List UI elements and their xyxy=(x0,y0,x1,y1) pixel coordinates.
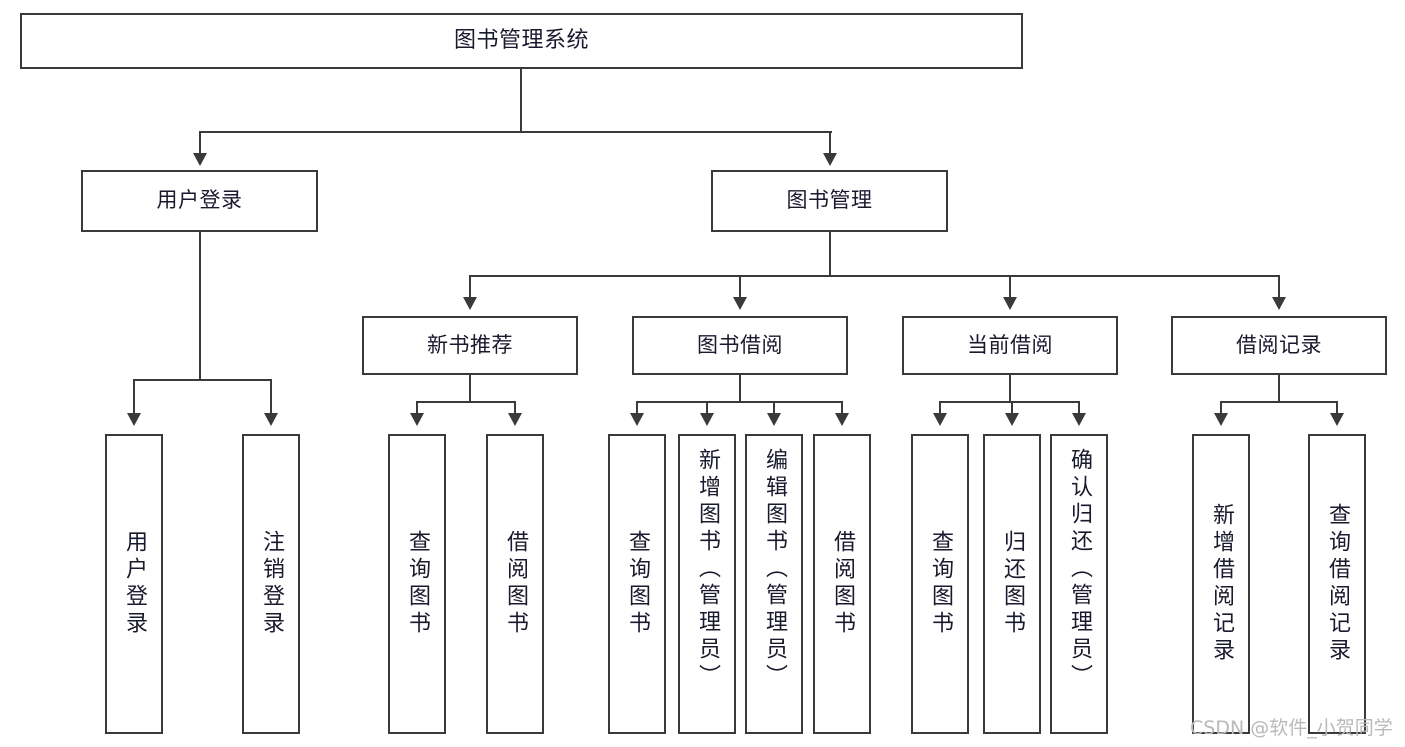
arrow-to-current-borrow xyxy=(1003,297,1017,310)
connector-drop-leaf-add-record xyxy=(1220,401,1222,415)
connector-drop-borrow-record xyxy=(1278,275,1280,299)
node-leaf-add-record[interactable]: 新增借阅记录 xyxy=(1192,434,1250,734)
node-leaf-query-book-c[interactable]: 查询图书 xyxy=(911,434,969,734)
node-leaf-user-login[interactable]: 用户登录 xyxy=(105,434,163,734)
node-leaf-query-book-a-label: 查询图书 xyxy=(405,530,430,638)
node-leaf-borrow-book-a[interactable]: 借阅图书 xyxy=(486,434,544,734)
node-leaf-edit-book-label: 编辑图书（管理员） xyxy=(762,448,787,691)
arrow-to-new-book-recommend xyxy=(463,297,477,310)
node-leaf-return-book-label: 归还图书 xyxy=(1000,530,1025,638)
node-borrow-record-label: 借阅记录 xyxy=(1236,332,1322,357)
connector-drop-leaf-borrow-book-a xyxy=(514,401,516,415)
node-leaf-add-record-label: 新增借阅记录 xyxy=(1209,503,1234,665)
arrow-to-leaf-edit-book xyxy=(767,413,781,426)
connector-drop-current-borrow xyxy=(1009,275,1011,299)
connector-user-login-stem xyxy=(199,232,201,380)
connector-new-book-recommend-stem xyxy=(469,375,471,402)
connector-drop-leaf-user-login xyxy=(133,379,135,415)
connector-drop-leaf-query-book-b xyxy=(636,401,638,415)
node-leaf-borrow-book-b-label: 借阅图书 xyxy=(830,530,855,638)
connector-root-stem xyxy=(520,69,522,132)
connector-book-borrow-stem xyxy=(739,375,741,402)
node-new-book-recommend-label: 新书推荐 xyxy=(427,332,513,357)
arrow-to-borrow-record xyxy=(1272,297,1286,310)
connector-current-borrow-bus xyxy=(939,401,1079,403)
node-book-borrow[interactable]: 图书借阅 xyxy=(632,316,848,375)
node-new-book-recommend[interactable]: 新书推荐 xyxy=(362,316,578,375)
node-leaf-query-record-label: 查询借阅记录 xyxy=(1325,503,1350,665)
arrow-to-leaf-logout xyxy=(264,413,278,426)
csdn-watermark: CSDN @软件_小贺同学 xyxy=(1190,717,1393,739)
node-leaf-borrow-book-b[interactable]: 借阅图书 xyxy=(813,434,871,734)
connector-drop-leaf-confirm-return xyxy=(1078,401,1080,415)
node-book-management-label: 图书管理 xyxy=(786,188,873,213)
arrow-to-user-login xyxy=(193,153,207,166)
arrow-to-leaf-add-book xyxy=(700,413,714,426)
node-leaf-return-book[interactable]: 归还图书 xyxy=(983,434,1041,734)
node-leaf-query-book-a[interactable]: 查询图书 xyxy=(388,434,446,734)
connector-level3-bus xyxy=(469,275,1279,277)
arrow-to-leaf-query-book-c xyxy=(933,413,947,426)
node-book-management[interactable]: 图书管理 xyxy=(711,170,948,232)
node-borrow-record[interactable]: 借阅记录 xyxy=(1171,316,1387,375)
arrow-to-leaf-query-book-a xyxy=(410,413,424,426)
node-leaf-query-book-c-label: 查询图书 xyxy=(928,530,953,638)
connector-drop-leaf-borrow-book-b xyxy=(841,401,843,415)
node-leaf-borrow-book-a-label: 借阅图书 xyxy=(503,530,528,638)
node-current-borrow-label: 当前借阅 xyxy=(967,332,1053,357)
node-leaf-query-book-b-label: 查询图书 xyxy=(625,530,650,638)
node-user-login-label: 用户登录 xyxy=(156,188,243,213)
connector-level2-bus xyxy=(199,131,832,133)
connector-drop-leaf-query-book-a xyxy=(416,401,418,415)
node-leaf-add-book[interactable]: 新增图书（管理员） xyxy=(678,434,736,734)
connector-borrow-record-bus xyxy=(1220,401,1337,403)
node-user-login[interactable]: 用户登录 xyxy=(81,170,318,232)
node-current-borrow[interactable]: 当前借阅 xyxy=(902,316,1118,375)
connector-book-borrow-bus xyxy=(636,401,842,403)
connector-current-borrow-stem xyxy=(1009,375,1011,402)
node-leaf-query-record[interactable]: 查询借阅记录 xyxy=(1308,434,1366,734)
connector-level2-drop-book-management xyxy=(829,131,831,155)
connector-level2-drop-user-login xyxy=(199,131,201,155)
connector-drop-new-book-recommend xyxy=(469,275,471,299)
node-leaf-confirm-return-label: 确认归还（管理员） xyxy=(1067,448,1092,691)
node-leaf-query-book-b[interactable]: 查询图书 xyxy=(608,434,666,734)
arrow-to-leaf-confirm-return xyxy=(1072,413,1086,426)
node-leaf-edit-book[interactable]: 编辑图书（管理员） xyxy=(745,434,803,734)
arrow-to-leaf-return-book xyxy=(1005,413,1019,426)
node-root[interactable]: 图书管理系统 xyxy=(20,13,1023,69)
node-root-label: 图书管理系统 xyxy=(453,27,589,53)
arrow-to-leaf-query-book-b xyxy=(630,413,644,426)
node-leaf-confirm-return[interactable]: 确认归还（管理员） xyxy=(1050,434,1108,734)
arrow-to-leaf-borrow-book-b xyxy=(835,413,849,426)
node-leaf-user-login-label: 用户登录 xyxy=(122,530,147,638)
node-book-borrow-label: 图书借阅 xyxy=(697,332,783,357)
arrow-to-book-management xyxy=(823,153,837,166)
arrow-to-leaf-borrow-book-a xyxy=(508,413,522,426)
connector-drop-leaf-logout xyxy=(270,379,272,415)
connector-drop-leaf-query-book-c xyxy=(939,401,941,415)
connector-drop-leaf-query-record xyxy=(1336,401,1338,415)
arrow-to-leaf-add-record xyxy=(1214,413,1228,426)
node-leaf-add-book-label: 新增图书（管理员） xyxy=(695,448,720,691)
connector-new-book-recommend-bus xyxy=(416,401,515,403)
arrow-to-book-borrow xyxy=(733,297,747,310)
connector-book-management-stem xyxy=(829,232,831,276)
arrow-to-leaf-query-record xyxy=(1330,413,1344,426)
connector-borrow-record-stem xyxy=(1278,375,1280,402)
connector-user-login-bus xyxy=(133,379,272,381)
connector-drop-leaf-return-book xyxy=(1011,401,1013,415)
node-leaf-logout-label: 注销登录 xyxy=(259,530,284,638)
connector-drop-leaf-add-book xyxy=(706,401,708,415)
connector-drop-leaf-edit-book xyxy=(773,401,775,415)
node-leaf-logout[interactable]: 注销登录 xyxy=(242,434,300,734)
connector-drop-book-borrow xyxy=(739,275,741,299)
arrow-to-leaf-user-login xyxy=(127,413,141,426)
